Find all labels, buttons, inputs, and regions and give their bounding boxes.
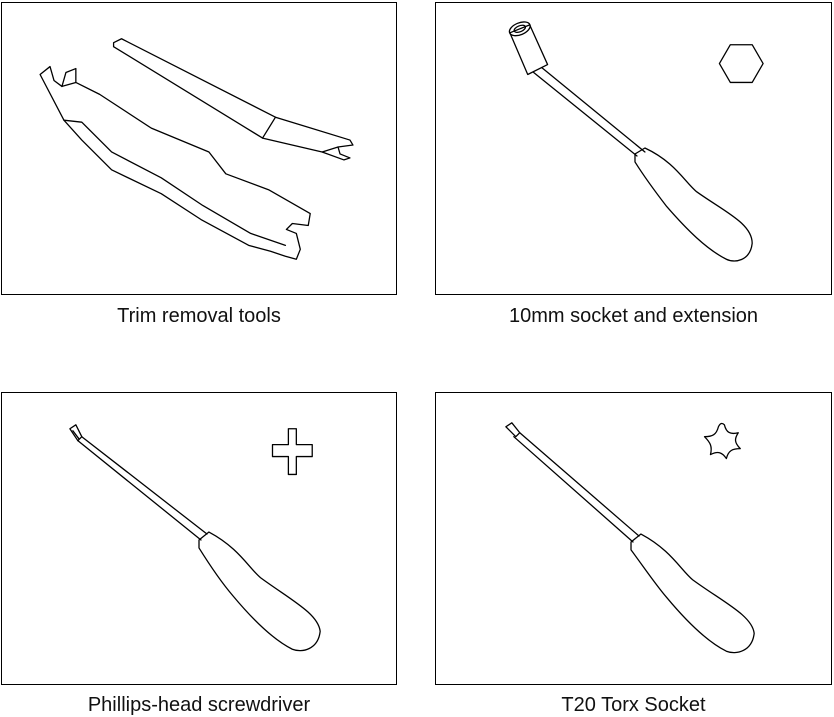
torx-screwdriver-icon <box>505 422 755 654</box>
caption-torx-socket: T20 Torx Socket <box>561 694 706 716</box>
trim-removal-tools-icon <box>39 38 354 260</box>
cross-icon <box>271 428 313 476</box>
socket-panel <box>435 2 832 295</box>
phillips-screwdriver-icon <box>69 424 321 652</box>
hexagon-icon <box>718 44 764 84</box>
caption-socket-extension: 10mm socket and extension <box>508 305 759 327</box>
caption-phillips-screwdriver: Phillips-head screwdriver <box>87 694 311 716</box>
phillips-panel <box>1 392 397 685</box>
torx-star-icon <box>703 422 741 460</box>
socket-extension-icon <box>508 21 764 262</box>
trim-tools-panel <box>1 2 397 295</box>
torx-panel <box>435 392 832 685</box>
caption-trim-removal-tools: Trim removal tools <box>117 305 281 327</box>
